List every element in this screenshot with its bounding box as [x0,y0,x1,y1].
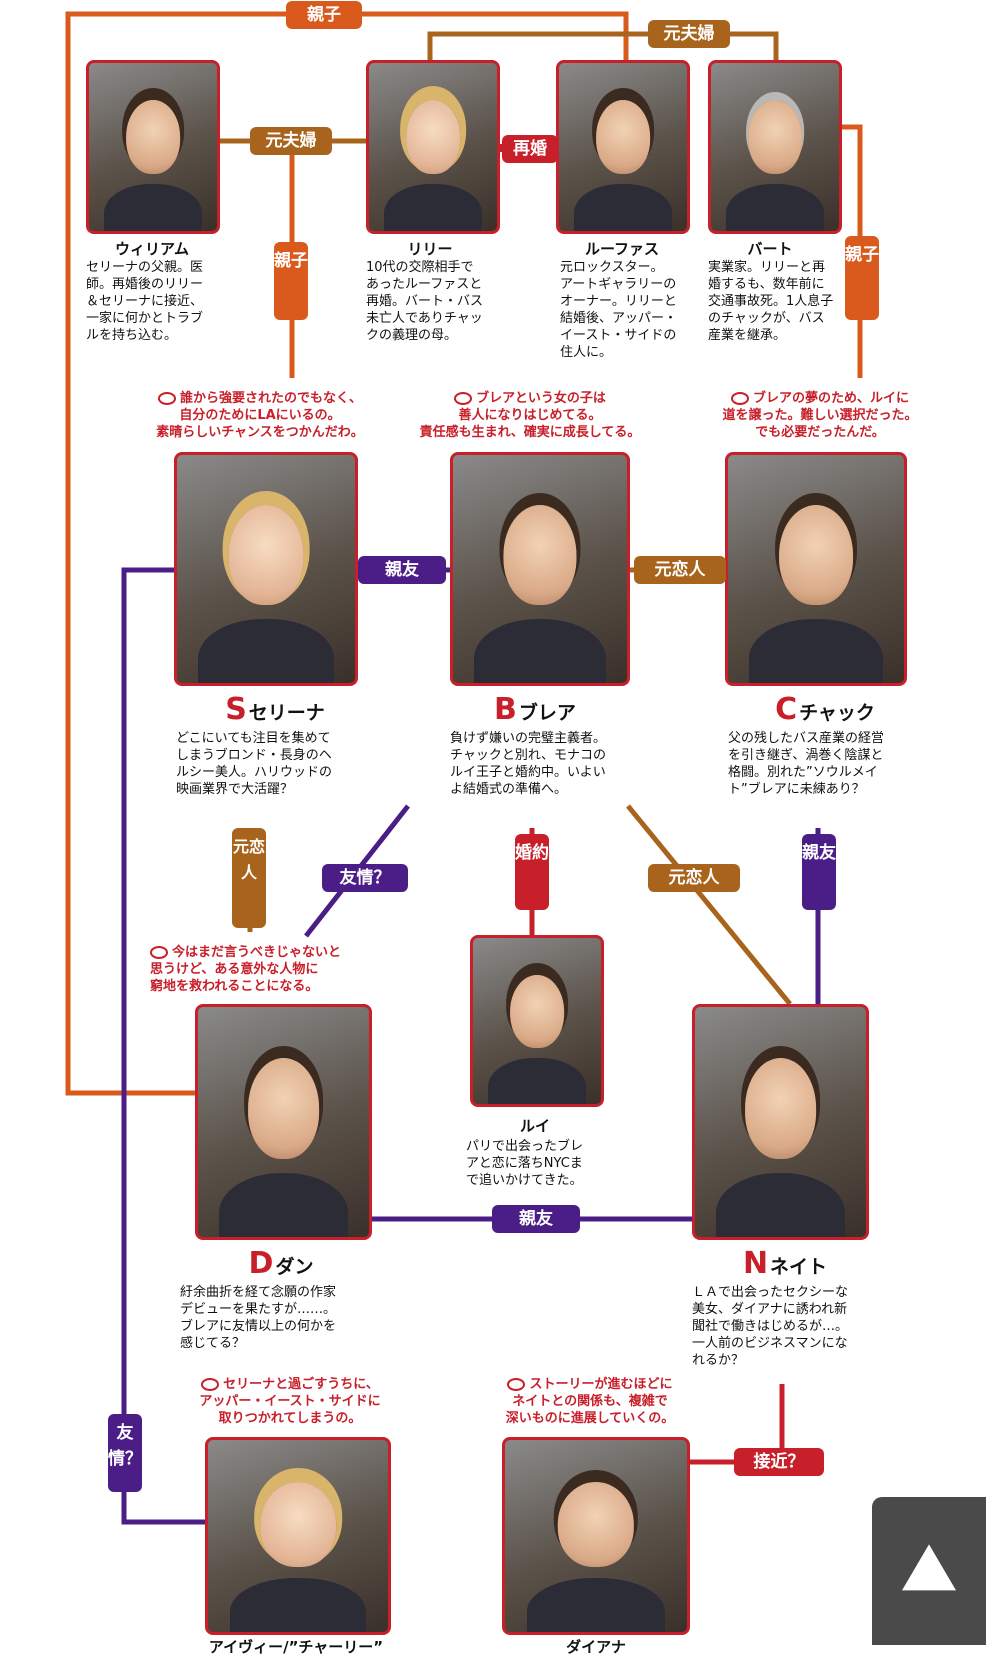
william-name: ウィリアム [115,240,189,258]
lily-desc: 10代の交際相手であったルーファスと再婚。バート・バス未亡人でありチャックの義理… [366,260,484,343]
dan-desc: 紆余曲折を経て念願の作家デビューを果たすが……。ブレアに友情以上の何かを感じてる… [180,1285,337,1351]
relation-motokoibito-sd: 元恋人 [232,828,266,928]
relation-oyako-left: 親子 [274,242,308,320]
relation-motokoibito-bn: 元恋人 [648,864,740,892]
relation-motofufu-left: 元夫婦 [250,127,332,155]
nate-photo [692,1004,869,1240]
relation-sekkin: 接近？ [734,1448,824,1476]
ivy-name: アイヴィー/”チャーリー” [208,1638,384,1656]
diana-quote: ストーリーが進むほどに ネイトとの関係も、複雑で深いものに進展していくの。 [505,1377,675,1426]
lily-name: リリー [407,240,453,258]
serena-photo [174,452,358,686]
speech-bubble-icon [454,392,473,405]
triangle-up-icon [902,1544,956,1591]
blair-photo [450,452,630,686]
rufus-name: ルーファス [584,240,660,258]
william-desc: セリーナの父親。医師。再婚後のリリー＆セリーナに接近、一家に何かとトラブルを持ち… [86,260,204,343]
bart-photo [708,60,842,234]
line-yujo-ivy [121,567,205,1525]
bart-desc: 実業家。リリーと再婚するも、数年前に交通事故死。1人息子のチャックが、バス産業を… [708,260,834,343]
dan-quote: 今はまだ言うべきじゃないと 思うけど、ある意外な人物に窮地を救われることになる。 [150,945,342,994]
line-oyako-rufus-dan [65,11,629,1096]
speech-bubble-icon [150,946,168,959]
speech-bubble-icon [201,1378,220,1391]
blair-quote: ブレアという女の子は 善人になりはじめてる。責任感も生まれ、確実に成長してる。 [419,391,641,440]
relation-oyako-top: 親子 [286,1,362,29]
rufus-photo [556,60,690,234]
diana-photo [502,1437,690,1635]
lily-photo [366,60,500,234]
chuck-desc: 父の残したバス産業の経営を引き継ぎ、渦巻く陰謀と格闘。別れた”ソウルメイト”ブレ… [728,731,885,797]
william-photo [86,60,220,234]
chuck-quote: ブレアの夢のため、ルイに 道を譲った。難しい選択だった。でも必要だったんだ。 [722,391,918,440]
serena-quote: 誰から強要されたのでもなく、 自分のためにLAにいるの。素晴らしいチャンスをつか… [156,391,364,440]
relation-yujo-bd: 友情？ [322,864,408,892]
nate-desc: ＬＡで出会ったセクシーな美女、ダイアナに誘われ新聞社で働きはじめるが…。一人前の… [692,1285,849,1368]
blair-desc: 負けず嫌いの完璧主義者。チャックと別れ、モナコのルイ王子と婚約中。いよいよ結婚式… [450,731,607,797]
relation-motokoibito-bc: 元恋人 [634,556,726,584]
serena-desc: どこにいても注目を集めてしまうブロンド・長身のヘルシー美人。ハリウッドの映画業界… [176,731,333,797]
dan-photo [195,1004,372,1240]
chuck-photo [725,452,907,686]
speech-bubble-icon [157,392,176,405]
relation-yujo-ivy: 友情？ [108,1414,142,1492]
louis-desc: パリで出会ったブレアと恋に落ちNYCまで追いかけてきた。 [466,1139,584,1188]
louis-photo [470,935,604,1107]
relation-oyako-right: 親子 [845,236,879,320]
bart-name: バート [747,240,793,258]
relation-shinyu-dn: 親友 [492,1205,580,1233]
rufus-desc: 元ロックスター。アートギャラリーのオーナー。リリーと結婚後、アッパー・イースト・… [560,260,678,360]
diana-name: ダイアナ [566,1638,626,1656]
relation-motofufu-top: 元夫婦 [648,20,730,48]
ivy-quote: セリーナと過ごすうちに、 アッパー・イースト・サイドに取りつかれてしまうの。 [199,1377,381,1426]
relation-saikon: 再婚 [502,135,558,163]
speech-bubble-icon [507,1378,526,1391]
line-motofufu-lily-bart [427,31,779,60]
ivy-photo [205,1437,391,1635]
speech-bubble-icon [730,392,749,405]
relation-konyaku: 婚約 [515,834,549,910]
louis-name: ルイ [519,1117,550,1135]
line-motokoibito-bn [626,804,792,1006]
scroll-top-button[interactable] [872,1497,986,1645]
relation-shinyu-cn: 親友 [802,834,836,910]
relation-shinyu-sb: 親友 [358,556,446,584]
